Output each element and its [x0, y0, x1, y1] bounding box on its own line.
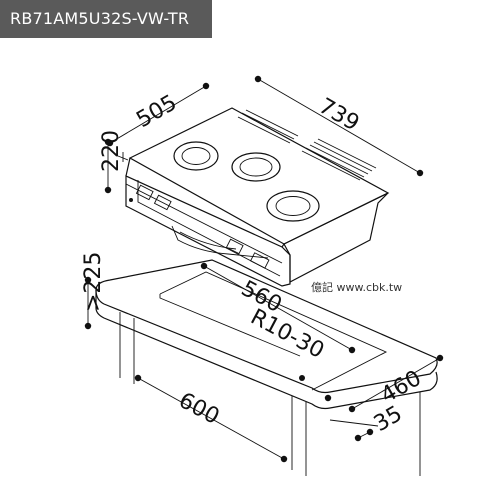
dimension-lines [84, 75, 444, 463]
watermark: 億記 www.cbk.tw [311, 280, 402, 294]
countertop-cutout [159, 271, 388, 391]
dim-height-label: 220 [99, 130, 124, 172]
countertop-top-surface [95, 259, 438, 394]
vent-slots [237, 109, 377, 181]
dim-width-label: 739 [314, 94, 363, 137]
dim-depth-label: 505 [132, 90, 181, 133]
countertop [95, 259, 438, 476]
burner-left [173, 141, 219, 171]
control-slot-2 [153, 194, 172, 211]
dim-counter-min-label: >225 [81, 252, 106, 312]
model-number: RB71AM5U32S-VW-TR [10, 9, 190, 28]
cooktop [125, 107, 390, 287]
dim-cutout-depth-label: 460 [377, 366, 426, 409]
control-slot-1 [135, 184, 154, 201]
cooktop-front-panel [125, 175, 291, 287]
control-slot-3 [225, 238, 244, 255]
model-header: RB71AM5U32S-VW-TR [0, 0, 212, 38]
countertop-front-edge [95, 290, 438, 410]
cooktop-side [283, 192, 389, 283]
cabinet [119, 312, 421, 476]
dim-counter-width-label: 600 [174, 388, 223, 430]
burner-front [266, 190, 320, 222]
dim-margin-label: 35 [370, 401, 407, 437]
power-button-icon [129, 198, 133, 202]
cooktop-bottom-housing [171, 225, 269, 259]
control-slot-4 [249, 252, 270, 269]
burner-middle [231, 152, 281, 182]
